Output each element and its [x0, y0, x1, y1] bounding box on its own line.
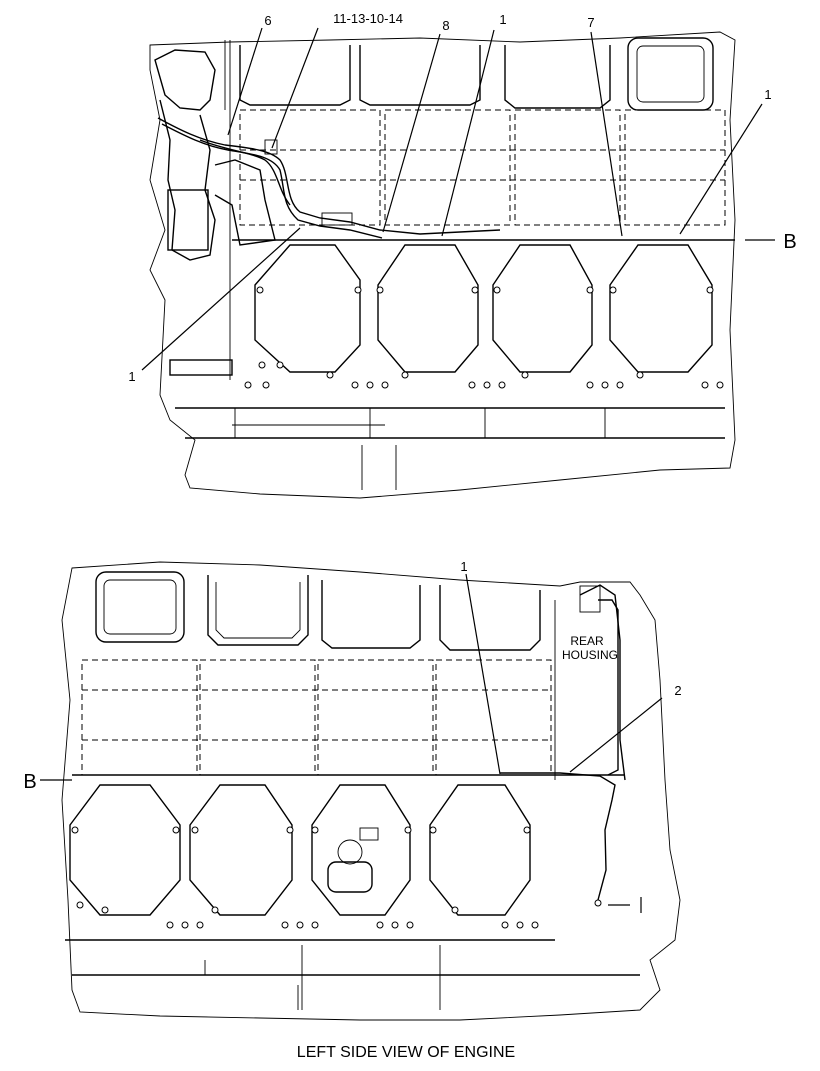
bottom-bolts — [71, 826, 602, 929]
top-view: 6 11-13-10-14 8 1 7 1 1 B — [128, 11, 797, 499]
top-head-panels — [239, 109, 726, 226]
bottom-valve-covers — [95, 571, 541, 651]
bottom-crankcase-covers — [69, 784, 531, 916]
bottom-oil-pan — [65, 939, 640, 1010]
bottom-wiring-harness — [500, 772, 616, 901]
top-front-housing — [154, 40, 276, 380]
rear-housing: REAR HOUSING — [554, 584, 626, 781]
callout-7: 7 — [587, 15, 594, 30]
bottom-callout-1: 1 — [460, 559, 467, 574]
bottom-view: REAR HOUSING — [23, 559, 682, 1021]
top-crankcase-covers — [254, 244, 713, 373]
bottom-leader-1 — [465, 573, 501, 775]
top-leaders — [141, 27, 763, 371]
bottom-engine-outline — [61, 561, 681, 1021]
callout-6: 6 — [264, 13, 271, 28]
section-label-b-top: B — [783, 231, 796, 253]
top-engine-outline — [149, 31, 736, 499]
callout-reference: 11-13-10-14 — [333, 11, 403, 26]
section-label-b-bottom: B — [23, 771, 36, 793]
rear-housing-label-line1: REAR — [570, 634, 604, 648]
callout-1-top: 1 — [499, 12, 506, 27]
diagram-caption: LEFT SIDE VIEW OF ENGINE — [297, 1044, 515, 1061]
bottom-callout-2: 2 — [674, 683, 681, 698]
top-bolts — [244, 286, 724, 389]
bottom-leader-2 — [569, 697, 663, 773]
top-oil-pan — [175, 407, 725, 490]
top-wiring-harness — [157, 117, 501, 239]
callout-1-left: 1 — [128, 369, 135, 384]
rear-housing-label-line2: HOUSING — [562, 648, 618, 662]
callout-8: 8 — [442, 18, 449, 33]
callout-1-right: 1 — [764, 87, 771, 102]
bottom-head-panels — [81, 659, 552, 776]
